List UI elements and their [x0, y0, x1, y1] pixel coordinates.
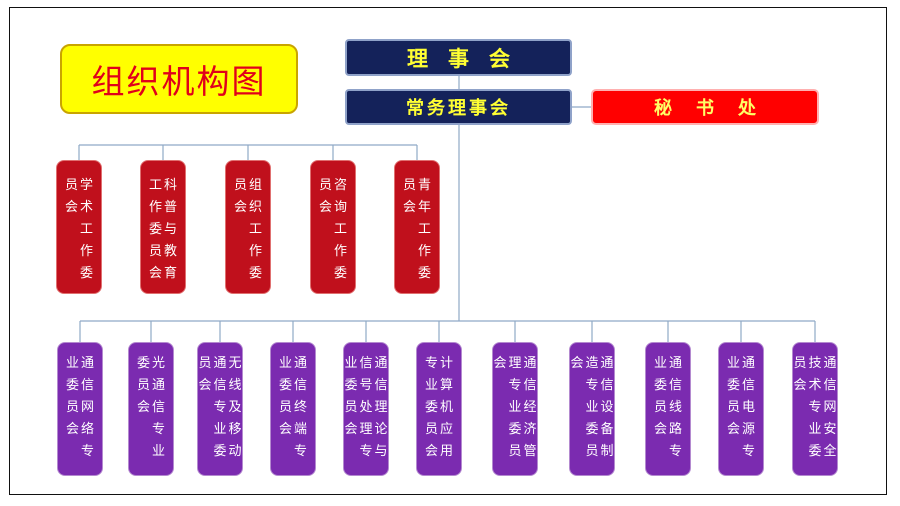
specialist-committee-box: 通信电源专业委员会	[718, 342, 764, 476]
council-box: 理事会	[345, 39, 572, 76]
specialist-committee-box: 无线及移动通信专业委员会	[197, 342, 243, 476]
committee-box: 组织工作委员会	[225, 160, 271, 294]
secretariat-box: 秘书处	[591, 89, 819, 125]
committee-box: 咨询工作委员会	[310, 160, 356, 294]
specialist-committee-box: 计算机应用专业委员会	[416, 342, 462, 476]
chart-title: 组织机构图	[60, 44, 298, 114]
committee-box: 学术工作委员会	[56, 160, 102, 294]
specialist-committee-box: 通信理论与信号处理专业委员会	[343, 342, 389, 476]
specialist-committee-box: 光通信专业委员会	[128, 342, 174, 476]
specialist-committee-box: 通信线路专业委员会	[645, 342, 691, 476]
specialist-committee-box: 通信终端专业委员会	[270, 342, 316, 476]
committee-box: 科普与教育工作委员会	[140, 160, 186, 294]
diagram-frame	[9, 7, 887, 495]
specialist-committee-box: 通信网安全技术专业委员会	[792, 342, 838, 476]
specialist-committee-box: 通信经济管理专业委员会	[492, 342, 538, 476]
committee-box: 青年工作委员会	[394, 160, 440, 294]
standing-council-box: 常务理事会	[345, 89, 572, 125]
specialist-committee-box: 通信网络专业委员会	[57, 342, 103, 476]
specialist-committee-box: 通信设备制造专业委员会	[569, 342, 615, 476]
